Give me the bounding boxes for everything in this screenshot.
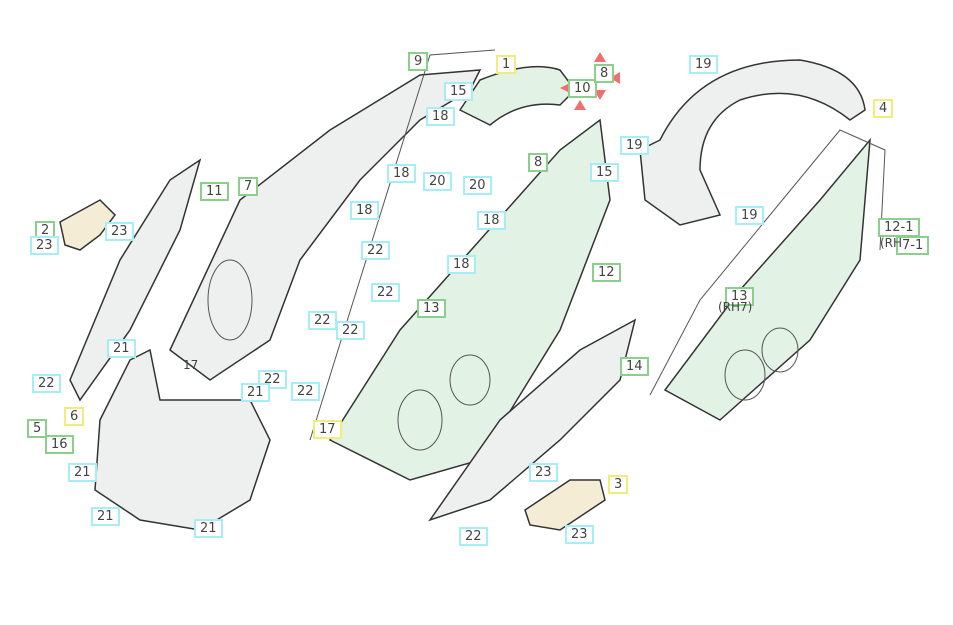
callout-label: 20: [463, 176, 492, 195]
callout-label: 5: [27, 419, 48, 438]
callout-label: 20: [423, 172, 452, 191]
callout-label: 23: [529, 463, 558, 482]
callout-label: 12-1: [878, 218, 920, 237]
rh-side-cover: [663, 137, 871, 421]
callout-label: 12: [592, 263, 621, 282]
callout-label: 7: [238, 177, 259, 196]
callout-label: 21: [91, 507, 120, 526]
callout-label: 3: [608, 475, 629, 494]
callout-label: 4: [873, 99, 894, 118]
arrow-markers: [560, 52, 620, 110]
callout-label: 18: [447, 255, 476, 274]
footrest-right: [524, 479, 606, 531]
callout-label: 22: [459, 527, 488, 546]
left-side-panel: [69, 158, 202, 402]
callout-rh7-text: (RH7): [718, 300, 753, 314]
front-lower-cover: [94, 348, 271, 531]
callout-label: 19: [735, 206, 764, 225]
callout-label: 7-1: [896, 236, 930, 255]
footrest-left: [59, 199, 116, 251]
callout-label: 21: [68, 463, 97, 482]
callout-label: 13: [725, 287, 754, 306]
callout-label: 15: [444, 82, 473, 101]
callout-label: 19: [689, 55, 718, 74]
callout-label: 21: [194, 519, 223, 538]
callout-label: 22: [308, 311, 337, 330]
callout-label: 19: [620, 136, 649, 155]
callout-label: 22: [336, 321, 365, 340]
callout-17-text: 17: [183, 358, 199, 372]
callout-label: 8: [528, 153, 549, 172]
callout-label: 22: [291, 382, 320, 401]
callout-label: 23: [30, 236, 59, 255]
callout-label: 18: [387, 164, 416, 183]
callout-label: 21: [241, 383, 270, 402]
callout-label: 13: [417, 299, 446, 318]
callout-label: 15: [590, 163, 619, 182]
callout-label: 1: [496, 55, 517, 74]
callout-label: 9: [408, 52, 429, 71]
rear-fender: [639, 59, 866, 226]
callout-label: 17: [313, 420, 342, 439]
callout-label: 8: [594, 64, 615, 83]
callout-label: 18: [350, 201, 379, 220]
callout-label: 18: [477, 211, 506, 230]
left-side-cover-inner: [169, 69, 482, 381]
callout-label: 22: [371, 283, 400, 302]
callout-rh-text: (RH: [880, 236, 903, 250]
callout-label: 16: [45, 435, 74, 454]
callout-label: 6: [64, 407, 85, 426]
callout-label: 23: [565, 525, 594, 544]
callout-label: 18: [426, 107, 455, 126]
right-side-cover: [328, 118, 611, 481]
callout-label: 22: [32, 374, 61, 393]
callout-label: 14: [620, 357, 649, 376]
lower-skirt: [428, 318, 637, 522]
callout-label: 10: [568, 79, 597, 98]
callout-label: 22: [361, 241, 390, 260]
callout-label: 11: [200, 182, 229, 201]
callout-label: 23: [105, 222, 134, 241]
callout-label: 21: [107, 339, 136, 358]
